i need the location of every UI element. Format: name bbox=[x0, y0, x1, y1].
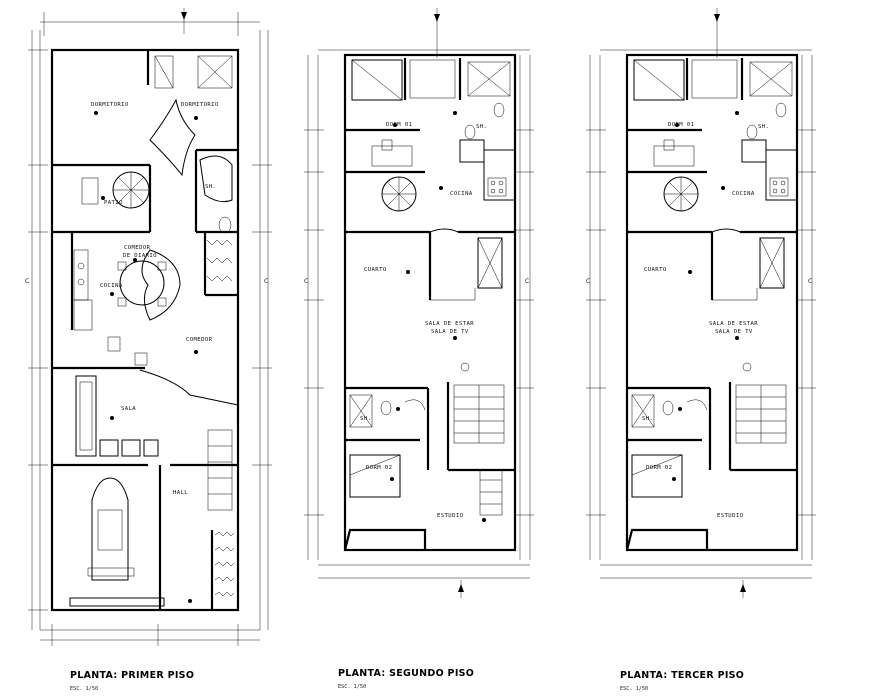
axis-letter-c: C bbox=[264, 278, 268, 285]
room-sala-tv: SALA DE TV bbox=[431, 329, 469, 335]
walls-1 bbox=[50, 48, 240, 612]
room-sh-lower: SH. bbox=[360, 416, 371, 422]
plan-scale-tercer-piso: ESC. 1/50 bbox=[620, 686, 648, 692]
dimension-lines-2 bbox=[304, 8, 534, 598]
dimension-lines-1 bbox=[28, 8, 272, 646]
room-labels-2: DORM 01 SH. COCINA CUARTO SALA DE ESTAR … bbox=[360, 122, 487, 519]
room-dormitorio-b: DORMITORIO bbox=[181, 102, 219, 108]
room-comedor: COMEDOR bbox=[186, 337, 213, 343]
room-sala-estar: SALA DE ESTAR bbox=[709, 321, 758, 327]
plan-tercer-piso: DORM 01 SH. COCINA CUARTO SALA DE ESTAR … bbox=[586, 8, 816, 692]
room-estudio: ESTUDIO bbox=[437, 513, 464, 519]
room-cuarto: CUARTO bbox=[364, 267, 387, 273]
dimension-lines-3 bbox=[586, 8, 816, 598]
room-sh-upper: SH. bbox=[758, 124, 769, 130]
plan-title-primer-piso: PLANTA: PRIMER PISO bbox=[70, 670, 194, 681]
furniture-2 bbox=[349, 59, 516, 522]
plan-primer-piso: DORMITORIO DORMITORIO SH. PATIO COMEDOR … bbox=[28, 8, 272, 692]
room-sh-upper: SH. bbox=[476, 124, 487, 130]
room-cocina: COCINA bbox=[450, 191, 473, 197]
room-dorm02: DORM 02 bbox=[646, 465, 672, 471]
room-dorm01: DORM 01 bbox=[668, 122, 694, 128]
room-sh: SH. bbox=[205, 184, 216, 190]
room-sala: SALA bbox=[121, 406, 136, 412]
axis-markers: C C C C C C bbox=[25, 278, 812, 285]
plan-title-segundo-piso: PLANTA: SEGUNDO PISO bbox=[338, 668, 474, 679]
plan-scale-segundo-piso: ESC. 1/50 bbox=[338, 684, 366, 690]
room-hall: HALL bbox=[173, 490, 188, 496]
room-sala-estar: SALA DE ESTAR bbox=[425, 321, 474, 327]
room-dorm01: DORM 01 bbox=[386, 122, 412, 128]
walls-3 bbox=[625, 53, 799, 552]
room-dorm02: DORM 02 bbox=[366, 465, 392, 471]
plan-scale-primer-piso: ESC. 1/50 bbox=[70, 686, 98, 692]
room-labels-3: DORM 01 SH. COCINA CUARTO SALA DE ESTAR … bbox=[642, 122, 769, 519]
room-comedor-diario: COMEDOR bbox=[124, 245, 151, 251]
room-cuarto: CUARTO bbox=[644, 267, 667, 273]
room-patio: PATIO bbox=[104, 200, 123, 206]
room-sh-lower: SH. bbox=[642, 416, 653, 422]
axis-letter-c: C bbox=[808, 278, 812, 285]
room-labels-1: DORMITORIO DORMITORIO SH. PATIO COMEDOR … bbox=[91, 102, 219, 496]
room-sala-tv: SALA DE TV bbox=[715, 329, 753, 335]
axis-letter-c: C bbox=[586, 278, 590, 285]
furniture-1 bbox=[69, 55, 239, 607]
axis-letter-c: C bbox=[304, 278, 308, 285]
room-de-diario: DE DIARIO bbox=[123, 253, 157, 259]
walls-2 bbox=[343, 53, 517, 552]
axis-letter-c: C bbox=[25, 278, 29, 285]
room-cocina: COCINA bbox=[732, 191, 755, 197]
plan-title-tercer-piso: PLANTA: TERCER PISO bbox=[620, 670, 744, 681]
room-dormitorio-a: DORMITORIO bbox=[91, 102, 129, 108]
plan-segundo-piso: DORM 01 SH. COCINA CUARTO SALA DE ESTAR … bbox=[304, 8, 534, 690]
axis-letter-c: C bbox=[525, 278, 529, 285]
room-estudio: ESTUDIO bbox=[717, 513, 744, 519]
room-cocina: COCINA bbox=[100, 283, 123, 289]
furniture-3 bbox=[631, 59, 798, 498]
